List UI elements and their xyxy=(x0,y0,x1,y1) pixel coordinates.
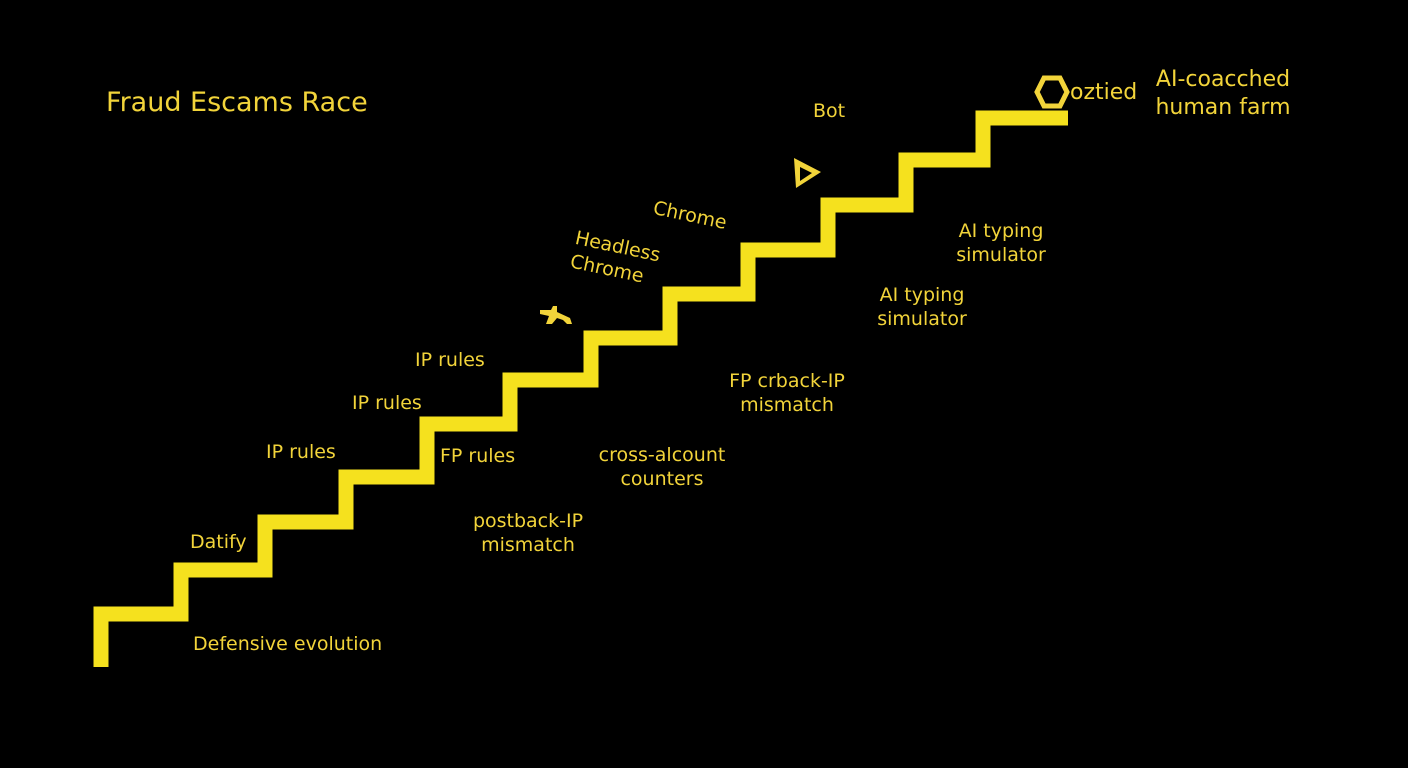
label-farm-line2: human farm xyxy=(1155,95,1291,120)
label-cross-line2: counters xyxy=(620,468,704,490)
hexagon-icon xyxy=(1034,75,1070,109)
label-ai-typing-a-line1: AI typing xyxy=(958,220,1044,242)
label-ip-rules-3: IP rules xyxy=(415,349,485,371)
label-ai-typing-simulator-b: AI typing simulator xyxy=(862,283,982,331)
label-fp-crback-line1: FP crback-IP xyxy=(729,370,845,392)
label-ai-typing-a-line2: simulator xyxy=(956,244,1046,266)
label-oztied: oztied xyxy=(1070,80,1138,105)
label-postback-ip-mismatch: postback-IP mismatch xyxy=(468,509,588,557)
label-bot: Bot xyxy=(813,100,846,122)
label-fp-rules: FP rules xyxy=(440,445,516,467)
label-defensive-evolution: Defensive evolution xyxy=(193,633,383,655)
label-cross-line1: cross-alcount xyxy=(598,444,726,466)
label-postback-line2: mismatch xyxy=(481,534,575,556)
label-ai-coached-human-farm: AI-coacched human farm xyxy=(1148,66,1298,122)
label-cross-account-counters: cross-alcount counters xyxy=(592,443,732,491)
label-fp-crback-line2: mismatch xyxy=(740,394,834,416)
label-datify: Datify xyxy=(190,531,247,553)
label-ai-typing-b-line1: AI typing xyxy=(879,284,965,306)
label-ip-rules-1: IP rules xyxy=(266,441,336,463)
label-farm-line1: AI-coacched xyxy=(1155,67,1291,92)
label-fp-crback-ip-mismatch: FP crback-IP mismatch xyxy=(722,369,852,417)
label-ai-typing-b-line2: simulator xyxy=(877,308,967,330)
label-ai-typing-simulator-a: AI typing simulator xyxy=(946,219,1056,267)
gun-icon xyxy=(540,306,572,324)
staircase-line xyxy=(93,110,1068,667)
label-postback-line1: postback-IP xyxy=(472,510,584,532)
diagram-title: Fraud Escams Race xyxy=(106,87,368,118)
label-ip-rules-2: IP rules xyxy=(352,392,422,414)
play-triangle-icon xyxy=(794,158,821,188)
